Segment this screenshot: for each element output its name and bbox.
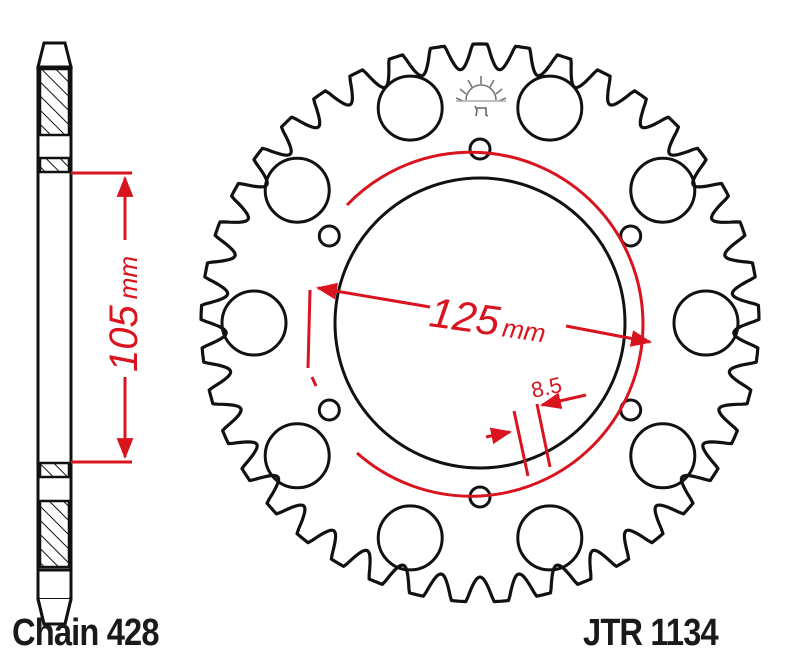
side-view-top-hatch: [38, 67, 71, 137]
lightening-holes: [220, 74, 740, 572]
bolt-hole: [619, 224, 643, 248]
sun-logo-icon: [455, 76, 507, 117]
lightening-hole: [672, 289, 740, 357]
lightening-hole: [376, 504, 444, 572]
side-view-top-chamfer: [36, 41, 73, 69]
lightening-hole: [516, 504, 584, 572]
side-view: [36, 41, 73, 626]
bolt-hole: [468, 137, 492, 161]
side-view-top-ring-hatch: [38, 156, 71, 174]
lightening-hole: [220, 289, 288, 357]
lightening-hole: [263, 156, 331, 224]
part-number-label: JTR 1134: [583, 612, 719, 654]
lightening-hole: [629, 156, 697, 224]
lightening-hole: [516, 74, 584, 142]
side-dimension-105mm: [71, 171, 134, 464]
bolt-hole: [317, 224, 341, 248]
bolt-hole-diameter-label: 8.5: [529, 372, 564, 403]
sprocket-front-view: [199, 42, 761, 604]
pcd-dimension: [306, 150, 653, 498]
lightening-hole: [263, 422, 331, 490]
chain-size-label: Chain 428: [12, 612, 160, 654]
sprocket-teeth-outline: [199, 42, 761, 604]
pcd-label: 125mm: [427, 288, 550, 351]
side-view-bottom-hatch: [38, 499, 71, 569]
lightening-hole: [376, 74, 444, 142]
center-bore: [333, 176, 627, 470]
bolt-hole: [317, 398, 341, 422]
pcd-circle-arc: [345, 150, 645, 498]
side-dimension-label: 105mm: [102, 256, 146, 372]
lightening-hole: [629, 422, 697, 490]
side-view-bottom-ring-hatch: [38, 461, 71, 479]
